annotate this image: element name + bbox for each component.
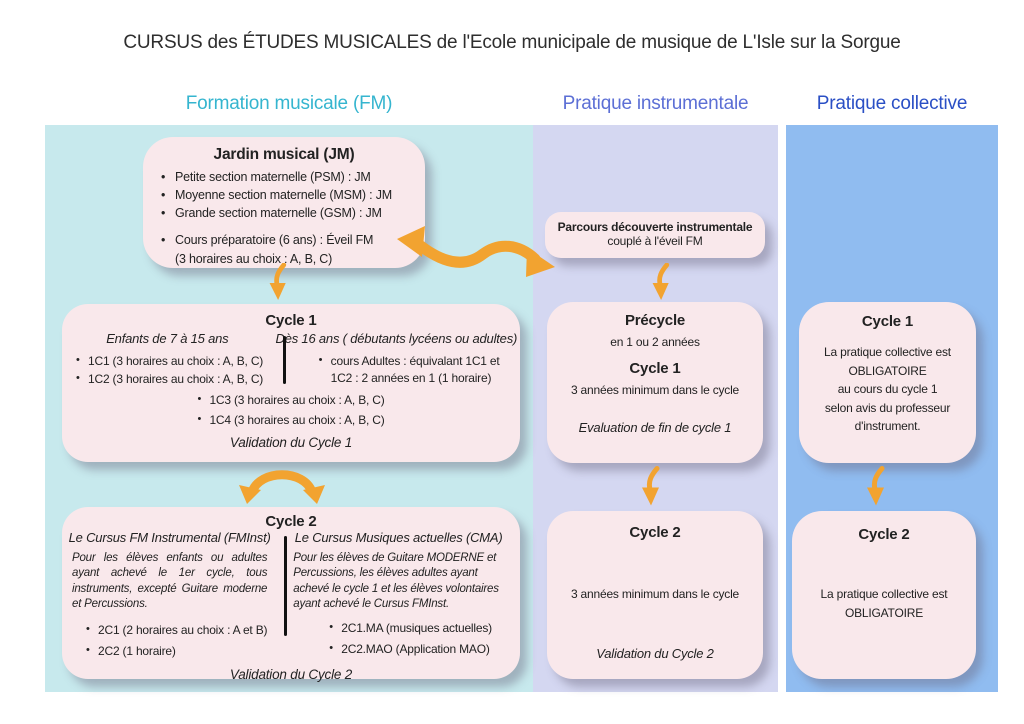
list-item-continuation: 1C2 : 2 années en 1 (1 horaire) (330, 370, 492, 385)
precycle-title: Précycle (624, 312, 686, 329)
list-item: 1C2 (3 horaires au choix : A, B, C) (76, 370, 273, 388)
box-parcours-decouverte: Parcours découverte instrumentale couplé… (545, 212, 765, 258)
arch-double-arrow-cycle1-to-cycle2 (238, 465, 326, 505)
instrumental-cycle-1-footer: Evaluation de fin de cycle 1 (578, 420, 732, 435)
fm-cycle-1-common-list: 1C3 (3 horaires au choix : A, B, C) 1C4 … (197, 390, 384, 431)
divider (283, 336, 286, 384)
column-header-pratique-collective: Pratique collective (816, 93, 968, 114)
down-arrow-collective-cycle1-to-cycle2 (864, 466, 892, 507)
fm-cycle-2-fminst-paragraph: Pour les élèves enfants ou adultes ayant… (72, 551, 268, 611)
box-instrumental-cycle-2: Cycle 2 3 années minimum dans le cycle V… (547, 511, 763, 679)
list-item: 1C1 (3 horaires au choix : A, B, C) (76, 352, 273, 370)
instrumental-cycle-2-duration: 3 années minimum dans le cycle (570, 587, 740, 601)
column-header-pratique-instrumentale: Pratique instrumentale (562, 93, 749, 114)
text-line: au cours du cycle 1 (837, 382, 938, 397)
down-arrow-precycle-to-cycle2 (639, 466, 667, 507)
list-item: Petite section maternelle (PSM) : JM (161, 168, 425, 186)
list-item: 2C2.MAO (Application MAO) (329, 639, 520, 661)
fm-cycle-2-title: Cycle 2 (265, 513, 317, 530)
fm-cycle-1-adults-header: Dès 16 ans ( débutants lycéens ou adulte… (275, 331, 518, 346)
list-item: 1C4 (3 horaires au choix : A, B, C) (197, 410, 384, 430)
list-item: Moyenne section maternelle (MSM) : JM (161, 186, 425, 204)
fm-cycle-1-children-header: Enfants de 7 à 15 ans (106, 331, 229, 346)
fm-cycle-1-title: Cycle 1 (265, 312, 317, 329)
list-item: Cours préparatoire (6 ans) : Éveil FM (161, 231, 425, 249)
list-item-continuation: (3 horaires au choix : A, B, C) (175, 251, 333, 266)
fm-cycle-2-cma-paragraph: Pour les élèves de Guitare MODERNE et Pe… (293, 551, 499, 611)
list-item: 2C1 (2 horaires au choix : A et B) (86, 620, 277, 642)
list-item: 1C3 (3 horaires au choix : A, B, C) (197, 390, 384, 410)
list-item: 2C1.MA (musiques actuelles) (329, 618, 520, 640)
instrumental-cycle-2-footer: Validation du Cycle 2 (596, 646, 714, 661)
collective-cycle-2-text: La pratique collective est OBLIGATOIRE (792, 585, 976, 622)
text-line: d'instrument. (854, 419, 921, 434)
list-item: cours Adultes : équivalant 1C1 et (319, 352, 520, 370)
box-jardin-musical: Jardin musical (JM) Petite section mater… (143, 137, 425, 268)
column-header-formation-musicale: Formation musicale (FM) (185, 93, 393, 114)
fm-cycle-2-fminst-header: Le Cursus FM Instrumental (FMInst) (68, 530, 271, 545)
box-collective-cycle-2: Cycle 2 La pratique collective est OBLIG… (792, 511, 976, 679)
fm-cycle-2-cma-header: Le Cursus Musiques actuelles (CMA) (294, 530, 503, 545)
fm-cycle-1-footer: Validation du Cycle 1 (229, 435, 353, 451)
text-line: La pratique collective est (824, 345, 951, 359)
divider (284, 536, 287, 636)
down-arrow-jardin-to-cycle1 (266, 263, 294, 301)
jardin-musical-title: Jardin musical (JM) (213, 146, 355, 163)
box-collective-cycle-1: Cycle 1 La pratique collective est OBLIG… (799, 302, 976, 463)
fm-cycle-1-children-column: Enfants de 7 à 15 ans 1C1 (3 horaires au… (62, 331, 273, 388)
list-item: Grande section maternelle (GSM) : JM (161, 204, 425, 222)
instrumental-cycle-2-title: Cycle 2 (629, 524, 681, 541)
page-title: CURSUS des ÉTUDES MUSICALES de l'Ecole m… (123, 32, 901, 53)
parcours-subtitle: couplé à l'éveil FM (607, 234, 703, 249)
text-line: OBLIGATOIRE (848, 363, 927, 378)
fm-cycle-1-adults-column: Dès 16 ans ( débutants lycéens ou adulte… (273, 331, 520, 388)
box-fm-cycle-1: Cycle 1 Enfants de 7 à 15 ans 1C1 (3 hor… (62, 304, 520, 462)
box-fm-cycle-2: Cycle 2 Le Cursus FM Instrumental (FMIns… (62, 507, 520, 682)
text-line: selon avis du professeur (824, 400, 951, 415)
text-line: La pratique collective est (820, 587, 948, 601)
down-arrow-parcours-to-precycle (649, 263, 677, 301)
text-line: OBLIGATOIRE (844, 605, 924, 620)
list-item: 2C2 (1 horaire) (86, 641, 277, 663)
collective-cycle-2-title: Cycle 2 (858, 526, 910, 543)
instrumental-cycle-1-duration: 3 années minimum dans le cycle (570, 383, 740, 397)
fm-cycle-2-footer: Validation du Cycle 2 (229, 666, 353, 682)
collective-cycle-1-text: La pratique collective est OBLIGATOIRE a… (799, 343, 976, 436)
instrumental-cycle-1-title: Cycle 1 (629, 360, 681, 377)
fm-cycle-2-cma-column: Le Cursus Musiques actuelles (CMA) Pour … (277, 530, 520, 663)
precycle-duration: en 1 ou 2 années (610, 335, 700, 349)
parcours-title: Parcours découverte instrumentale (557, 220, 753, 234)
wavy-double-arrow-jardin-parcours (395, 222, 557, 284)
fm-cycle-2-fminst-column: Le Cursus FM Instrumental (FMInst) Pour … (62, 530, 277, 663)
box-instrumental-precycle-cycle-1: Précycle en 1 ou 2 années Cycle 1 3 anné… (547, 302, 763, 463)
collective-cycle-1-title: Cycle 1 (861, 313, 914, 330)
jardin-musical-list: Petite section maternelle (PSM) : JM Moy… (143, 168, 425, 250)
